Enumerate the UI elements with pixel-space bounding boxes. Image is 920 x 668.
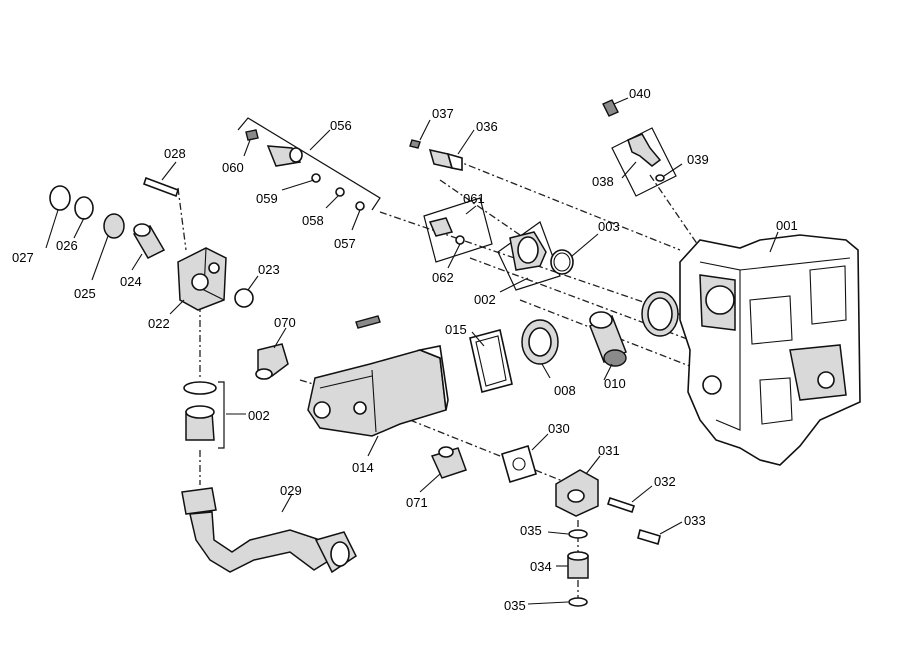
oring-039 [655,174,665,182]
label-056: 056 [330,118,352,133]
label-038: 038 [592,174,614,189]
label-039: 039 [687,152,709,167]
label-060: 060 [222,160,244,175]
label-024: 024 [120,274,142,289]
label-058: 058 [302,213,324,228]
oring-035-upper [568,529,588,539]
sensor-bracket-038 [611,127,677,197]
label-029: 029 [280,483,302,498]
label-002-lower: 002 [248,408,270,423]
label-027: 027 [12,250,34,265]
valve-group-061 [423,197,493,263]
label-022: 022 [148,316,170,331]
label-025: 025 [74,286,96,301]
label-026: 026 [56,238,78,253]
label-010: 010 [604,376,626,391]
gasket-015 [469,329,513,393]
seal-ring [641,291,679,337]
label-035-lower: 035 [504,598,526,613]
label-070: 070 [274,315,296,330]
label-059: 059 [256,191,278,206]
ring-008 [521,319,559,365]
label-028: 028 [164,146,186,161]
leader-lines [45,97,779,605]
valve-block-022 [177,247,227,311]
label-036: 036 [476,119,498,134]
spacer-034 [567,551,589,579]
label-037: 037 [432,106,454,121]
sender-036 [409,139,463,171]
label-002-upper: 002 [474,292,496,307]
label-023: 023 [258,262,280,277]
label-014: 014 [352,460,374,475]
bolt-028 [142,176,180,198]
sleeve-024 [132,223,166,259]
hose-029 [181,487,357,574]
screw-040 [602,99,619,117]
elbow-070 [255,343,289,380]
label-030: 030 [548,421,570,436]
label-034: 034 [530,559,552,574]
label-008: 008 [554,383,576,398]
oring-023 [234,288,254,308]
label-061: 061 [463,191,485,206]
label-057: 057 [334,236,356,251]
fitting-group-002-lower [183,381,225,449]
pump-014 [307,315,449,437]
fitting-group-002-upper [497,221,561,291]
label-033: 033 [684,513,706,528]
label-040: 040 [629,86,651,101]
ring-027 [49,185,71,211]
oring-035-lower [568,597,588,607]
group-056 [237,117,381,211]
label-015: 015 [445,322,467,337]
oring-003 [550,249,574,275]
label-071: 071 [406,495,428,510]
valve-071 [430,446,467,479]
filter-head-031 [555,469,599,517]
label-062: 062 [432,270,454,285]
ring-026 [74,196,94,220]
gasket-030 [501,444,537,484]
ring-025 [103,213,125,239]
label-035-upper: 035 [520,523,542,538]
label-003: 003 [598,219,620,234]
label-032: 032 [654,474,676,489]
label-001: 001 [776,218,798,233]
filter-010 [589,311,627,367]
housing-001 [679,234,861,466]
bolt-033 [637,528,661,546]
part-labels: 001 040 039 038 036 037 056 060 059 058 … [12,86,798,613]
label-031: 031 [598,443,620,458]
bolt-032 [606,496,636,514]
